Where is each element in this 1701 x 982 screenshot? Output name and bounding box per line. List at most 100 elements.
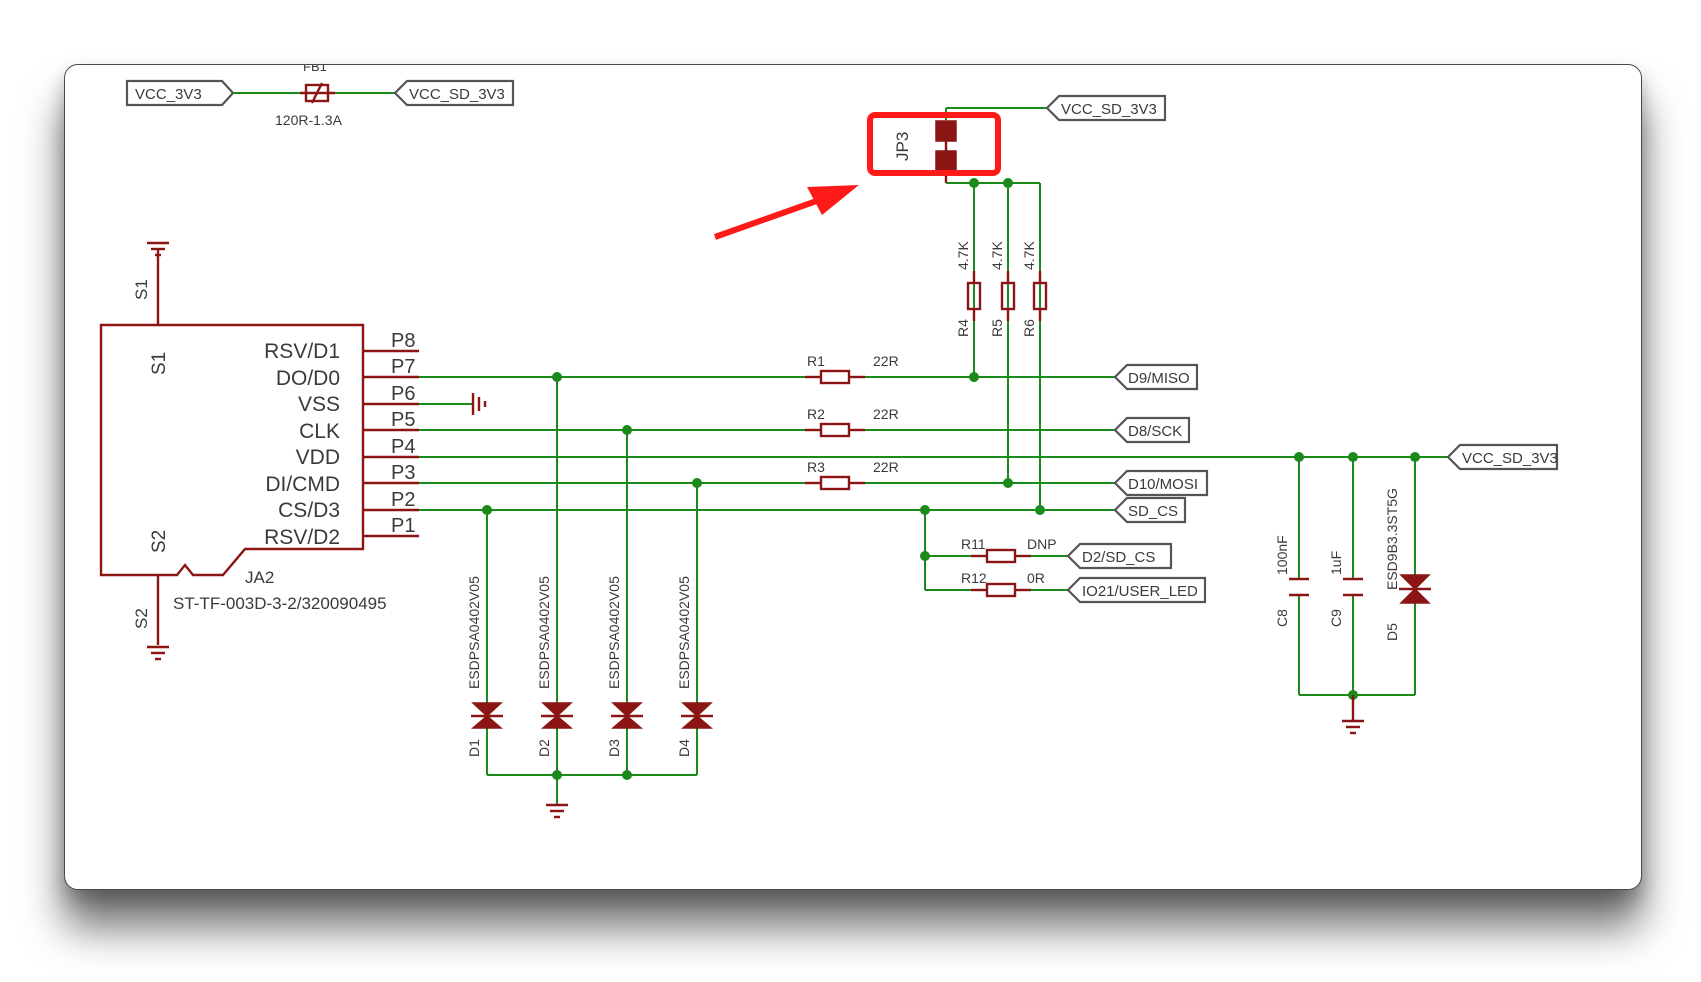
net-label-sd-cs: [1113, 496, 1187, 524]
c8-value: 100nF: [1274, 535, 1290, 575]
connector-part: ST-TF-003D-3-2/320090495: [173, 594, 387, 613]
pad-p3: P3: [391, 462, 415, 484]
esd-diodes: ESDPSA0402V05 D1 ESDPSA0402V05 D2 ESDPSA…: [466, 377, 714, 819]
c9-ref: C9: [1328, 609, 1344, 627]
r4-ref: R4: [955, 319, 971, 337]
net-label-vcc-sd-3v3-top-text: VCC_SD_3V3: [409, 86, 505, 103]
pin-name-7: CS/D3: [278, 499, 340, 522]
schematic-panel: VCC_3V3 VCC_SD_3V3 FB1 120R-1.3A VCC_SD_…: [64, 64, 1642, 890]
net-label-d10-mosi: [1113, 469, 1209, 497]
d1-ref: D1: [466, 739, 482, 757]
pullup-resistors: 4.7K R4 4.7K R5 4.7K R6: [955, 183, 1048, 510]
ferrite-section: VCC_3V3 VCC_SD_3V3 FB1 120R-1.3A: [125, 65, 515, 128]
d1-part: ESDPSA0402V05: [466, 576, 482, 689]
ferrite-ref: FB1: [303, 65, 327, 74]
r12-ref: R12: [961, 570, 987, 586]
r3-ref: R3: [807, 459, 825, 475]
net-label-d8-sck: [1113, 416, 1191, 444]
r2-value: 22R: [873, 406, 899, 422]
pad-p4: P4: [391, 436, 415, 458]
connector-ref: JA2: [245, 568, 274, 587]
d4-ref: D4: [676, 739, 692, 757]
cs-branch: R11 DNP R12 0R D2/SD_CS IO21/USER_LED: [920, 510, 1207, 604]
net-label-vcc-sd-3v3-jp-text: VCC_SD_3V3: [1061, 101, 1157, 118]
net-label-vcc-sd-3v3-top: [393, 79, 515, 107]
signal-nets: R1 22R R2 22R R3 22R D9/MISO D8/SCK D10/…: [419, 353, 1559, 524]
net-label-vcc-3v3: [125, 79, 235, 107]
r2-ref: R2: [807, 406, 825, 422]
pad-p2: P2: [391, 489, 415, 511]
r12-symbol: [985, 582, 1017, 598]
r12-value: 0R: [1027, 570, 1045, 586]
net-label-vcc-sd-3v3-jp: [1045, 94, 1167, 122]
r5-ref: R5: [989, 319, 1005, 337]
r11-symbol: [985, 548, 1017, 564]
d3-symbol: [611, 702, 643, 718]
d2-symbol: [541, 702, 573, 718]
pin-name-2: DO/D0: [276, 367, 340, 390]
d2-ref: D2: [536, 739, 552, 757]
r5-value: 4.7K: [989, 241, 1005, 270]
decoupling: 100nF C8 1uF C9 ESD9B3.3ST5G D5: [1274, 457, 1431, 735]
connector-s2-inner: S2: [149, 530, 170, 553]
d3-ref: D3: [606, 739, 622, 757]
r6-ref: R6: [1021, 319, 1037, 337]
r3-symbol: [819, 475, 851, 491]
shield-pin-s2-label: S2: [132, 608, 151, 629]
c9-value: 1uF: [1328, 551, 1344, 575]
pad-p8: P8: [391, 330, 415, 352]
ferrite-bead-symbol: [304, 83, 330, 103]
d5-symbol: [1399, 574, 1431, 591]
pin-name-5: VDD: [296, 446, 340, 469]
net-label-vcc-sd-3v3-right: [1446, 443, 1559, 471]
r4-value: 4.7K: [955, 241, 971, 270]
net-label-d2-sd-cs-text: D2/SD_CS: [1082, 549, 1155, 566]
c8-ref: C8: [1274, 609, 1290, 627]
pin-name-4: CLK: [299, 420, 340, 443]
r11-ref: R11: [961, 536, 986, 552]
d1-symbol: [471, 702, 503, 718]
pad-p5: P5: [391, 409, 415, 431]
jumper-pad-top: [935, 120, 957, 142]
jumper-section: VCC_SD_3V3 JP3: [867, 94, 1167, 188]
r1-symbol: [819, 369, 851, 385]
d5-part: ESD9B3.3ST5G: [1384, 488, 1400, 590]
jumper-ref: JP3: [893, 132, 912, 161]
d4-symbol: [681, 702, 713, 718]
pin-name-3: VSS: [298, 393, 340, 416]
shield-pin-s1-label: S1: [132, 279, 151, 300]
net-label-io21-user-led: [1066, 576, 1207, 604]
connector-body: [99, 323, 365, 577]
d5-ref: D5: [1384, 623, 1400, 641]
pad-p1: P1: [391, 515, 415, 537]
r1-ref: R1: [807, 353, 825, 369]
schematic-svg: VCC_3V3 VCC_SD_3V3 FB1 120R-1.3A VCC_SD_…: [99, 65, 1559, 819]
pad-p7: P7: [391, 356, 415, 378]
ferrite-value: 120R-1.3A: [275, 112, 343, 128]
net-label-d2-sd-cs: [1066, 542, 1173, 570]
d2-part: ESDPSA0402V05: [536, 576, 552, 689]
annotation-arrow: [713, 185, 859, 240]
net-label-vcc-3v3-text: VCC_3V3: [135, 86, 202, 103]
net-label-d10-mosi-text: D10/MOSI: [1128, 476, 1198, 493]
net-label-d9-miso-text: D9/MISO: [1128, 370, 1190, 387]
r11-value: DNP: [1027, 536, 1057, 552]
pin-name-6: DI/CMD: [265, 473, 340, 496]
pad-p6: P6: [391, 383, 415, 405]
r1-value: 22R: [873, 353, 899, 369]
connector-s1-inner: S1: [149, 352, 170, 375]
net-label-d8-sck-text: D8/SCK: [1128, 423, 1182, 440]
r6-value: 4.7K: [1021, 241, 1037, 270]
jumper-pad-bottom: [935, 150, 957, 172]
d3-part: ESDPSA0402V05: [606, 576, 622, 689]
net-label-io21-user-led-text: IO21/USER_LED: [1082, 583, 1198, 600]
r2-symbol: [819, 422, 851, 438]
d4-part: ESDPSA0402V05: [676, 576, 692, 689]
pin-name-8: RSV/D2: [264, 526, 340, 549]
net-label-sd-cs-text: SD_CS: [1128, 503, 1178, 520]
pin-name-1: RSV/D1: [264, 340, 340, 363]
net-label-d9-miso: [1113, 363, 1199, 391]
r3-value: 22R: [873, 459, 899, 475]
jumper-highlight-box: [867, 112, 1001, 176]
net-label-vcc-sd-3v3-right-text: VCC_SD_3V3: [1462, 450, 1558, 467]
